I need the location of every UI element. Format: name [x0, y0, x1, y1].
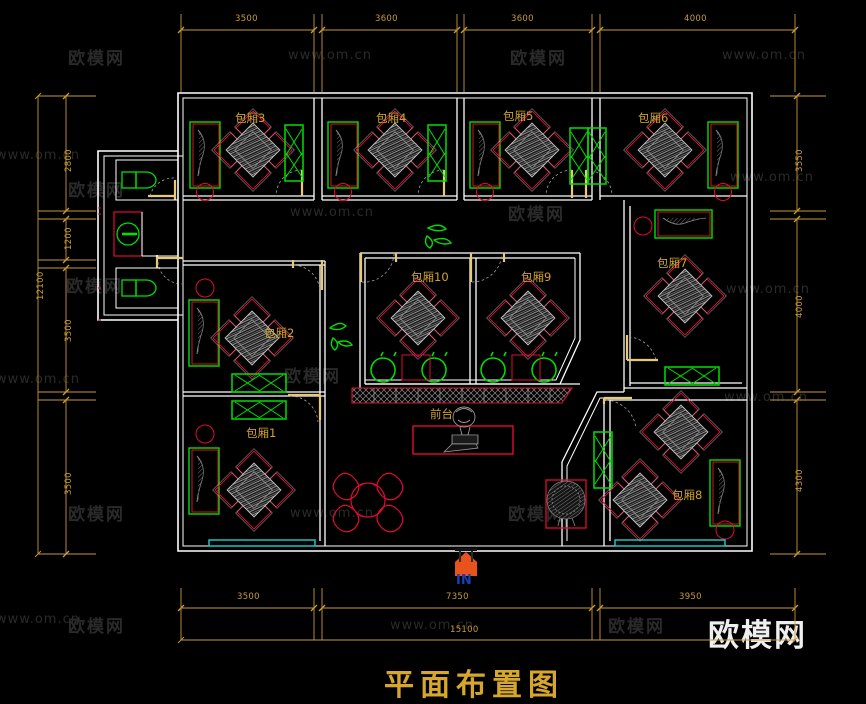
potted-plant: [545, 479, 587, 529]
room-9-furniture: [480, 276, 570, 383]
dimension-left-3: 3500: [64, 319, 74, 342]
dimension-right-3: 4300: [795, 469, 805, 492]
sink-icon: [113, 211, 143, 257]
dimension-top-1: 3500: [235, 14, 258, 24]
room-label-7: 包厢7: [657, 256, 688, 270]
dimension-bottom-3: 3950: [679, 592, 702, 602]
room-6-furniture: [587, 108, 739, 201]
doors: [148, 169, 658, 429]
room-label-5: 包厢5: [503, 109, 534, 123]
dimension-bottom-2: 7350: [446, 592, 469, 602]
dimension-bottom-total: 15100: [450, 625, 479, 635]
room-5-furniture: [469, 108, 589, 201]
room-label-1: 包厢1: [246, 426, 277, 440]
room-label-6: 包厢6: [638, 111, 669, 125]
dimension-right-1: 3550: [795, 149, 805, 172]
dimension-line-top: [177, 14, 799, 92]
dimension-line-left: [34, 92, 96, 558]
dimension-line-bottom: [177, 588, 799, 644]
room-8-furniture: [593, 390, 741, 547]
room-3-furniture: [189, 108, 304, 201]
room-label-9: 包厢9: [521, 270, 552, 284]
dimension-left-1: 2800: [64, 149, 74, 172]
room-label-3: 包厢3: [235, 111, 266, 125]
long-bench: [351, 387, 574, 404]
interior-walls: [183, 98, 747, 546]
bathroom-fixtures: [113, 159, 179, 309]
room-label-2: 包厢2: [264, 326, 295, 340]
room-2-furniture: [188, 278, 294, 393]
dimension-left-4: 3500: [64, 472, 74, 495]
room-label-4: 包厢4: [376, 111, 407, 125]
entrance-marker: [455, 548, 477, 576]
entrance-in-label: IN: [456, 573, 472, 588]
dimension-top-4: 4000: [684, 14, 707, 24]
reception-desk: [412, 406, 514, 455]
dimension-top-2: 3600: [375, 14, 398, 24]
drawing-title: 平面布置图: [384, 668, 564, 703]
dimension-left-total: 12100: [36, 271, 46, 300]
building-outline: [97, 92, 753, 552]
room-4-furniture: [327, 108, 447, 201]
dimension-bottom-1: 3500: [237, 592, 260, 602]
toilet-icon: [121, 171, 157, 189]
tick-marks: [98, 207, 101, 321]
reception-label: 前台: [430, 407, 453, 421]
round-table-set: [332, 472, 404, 533]
plant-decor: [328, 322, 354, 351]
room-label-10: 包厢10: [411, 270, 449, 284]
dimension-line-right: [770, 92, 826, 558]
plant-decor: [424, 224, 453, 249]
room-label-8: 包厢8: [672, 488, 703, 502]
room-7-furniture: [633, 209, 727, 386]
dimension-right-2: 4000: [795, 295, 805, 318]
room-1-furniture: [188, 400, 316, 547]
dimension-left-2: 1200: [64, 227, 74, 250]
toilet-icon: [121, 279, 157, 297]
dimension-top-3: 3600: [511, 14, 534, 24]
room-10-furniture: [370, 276, 460, 383]
